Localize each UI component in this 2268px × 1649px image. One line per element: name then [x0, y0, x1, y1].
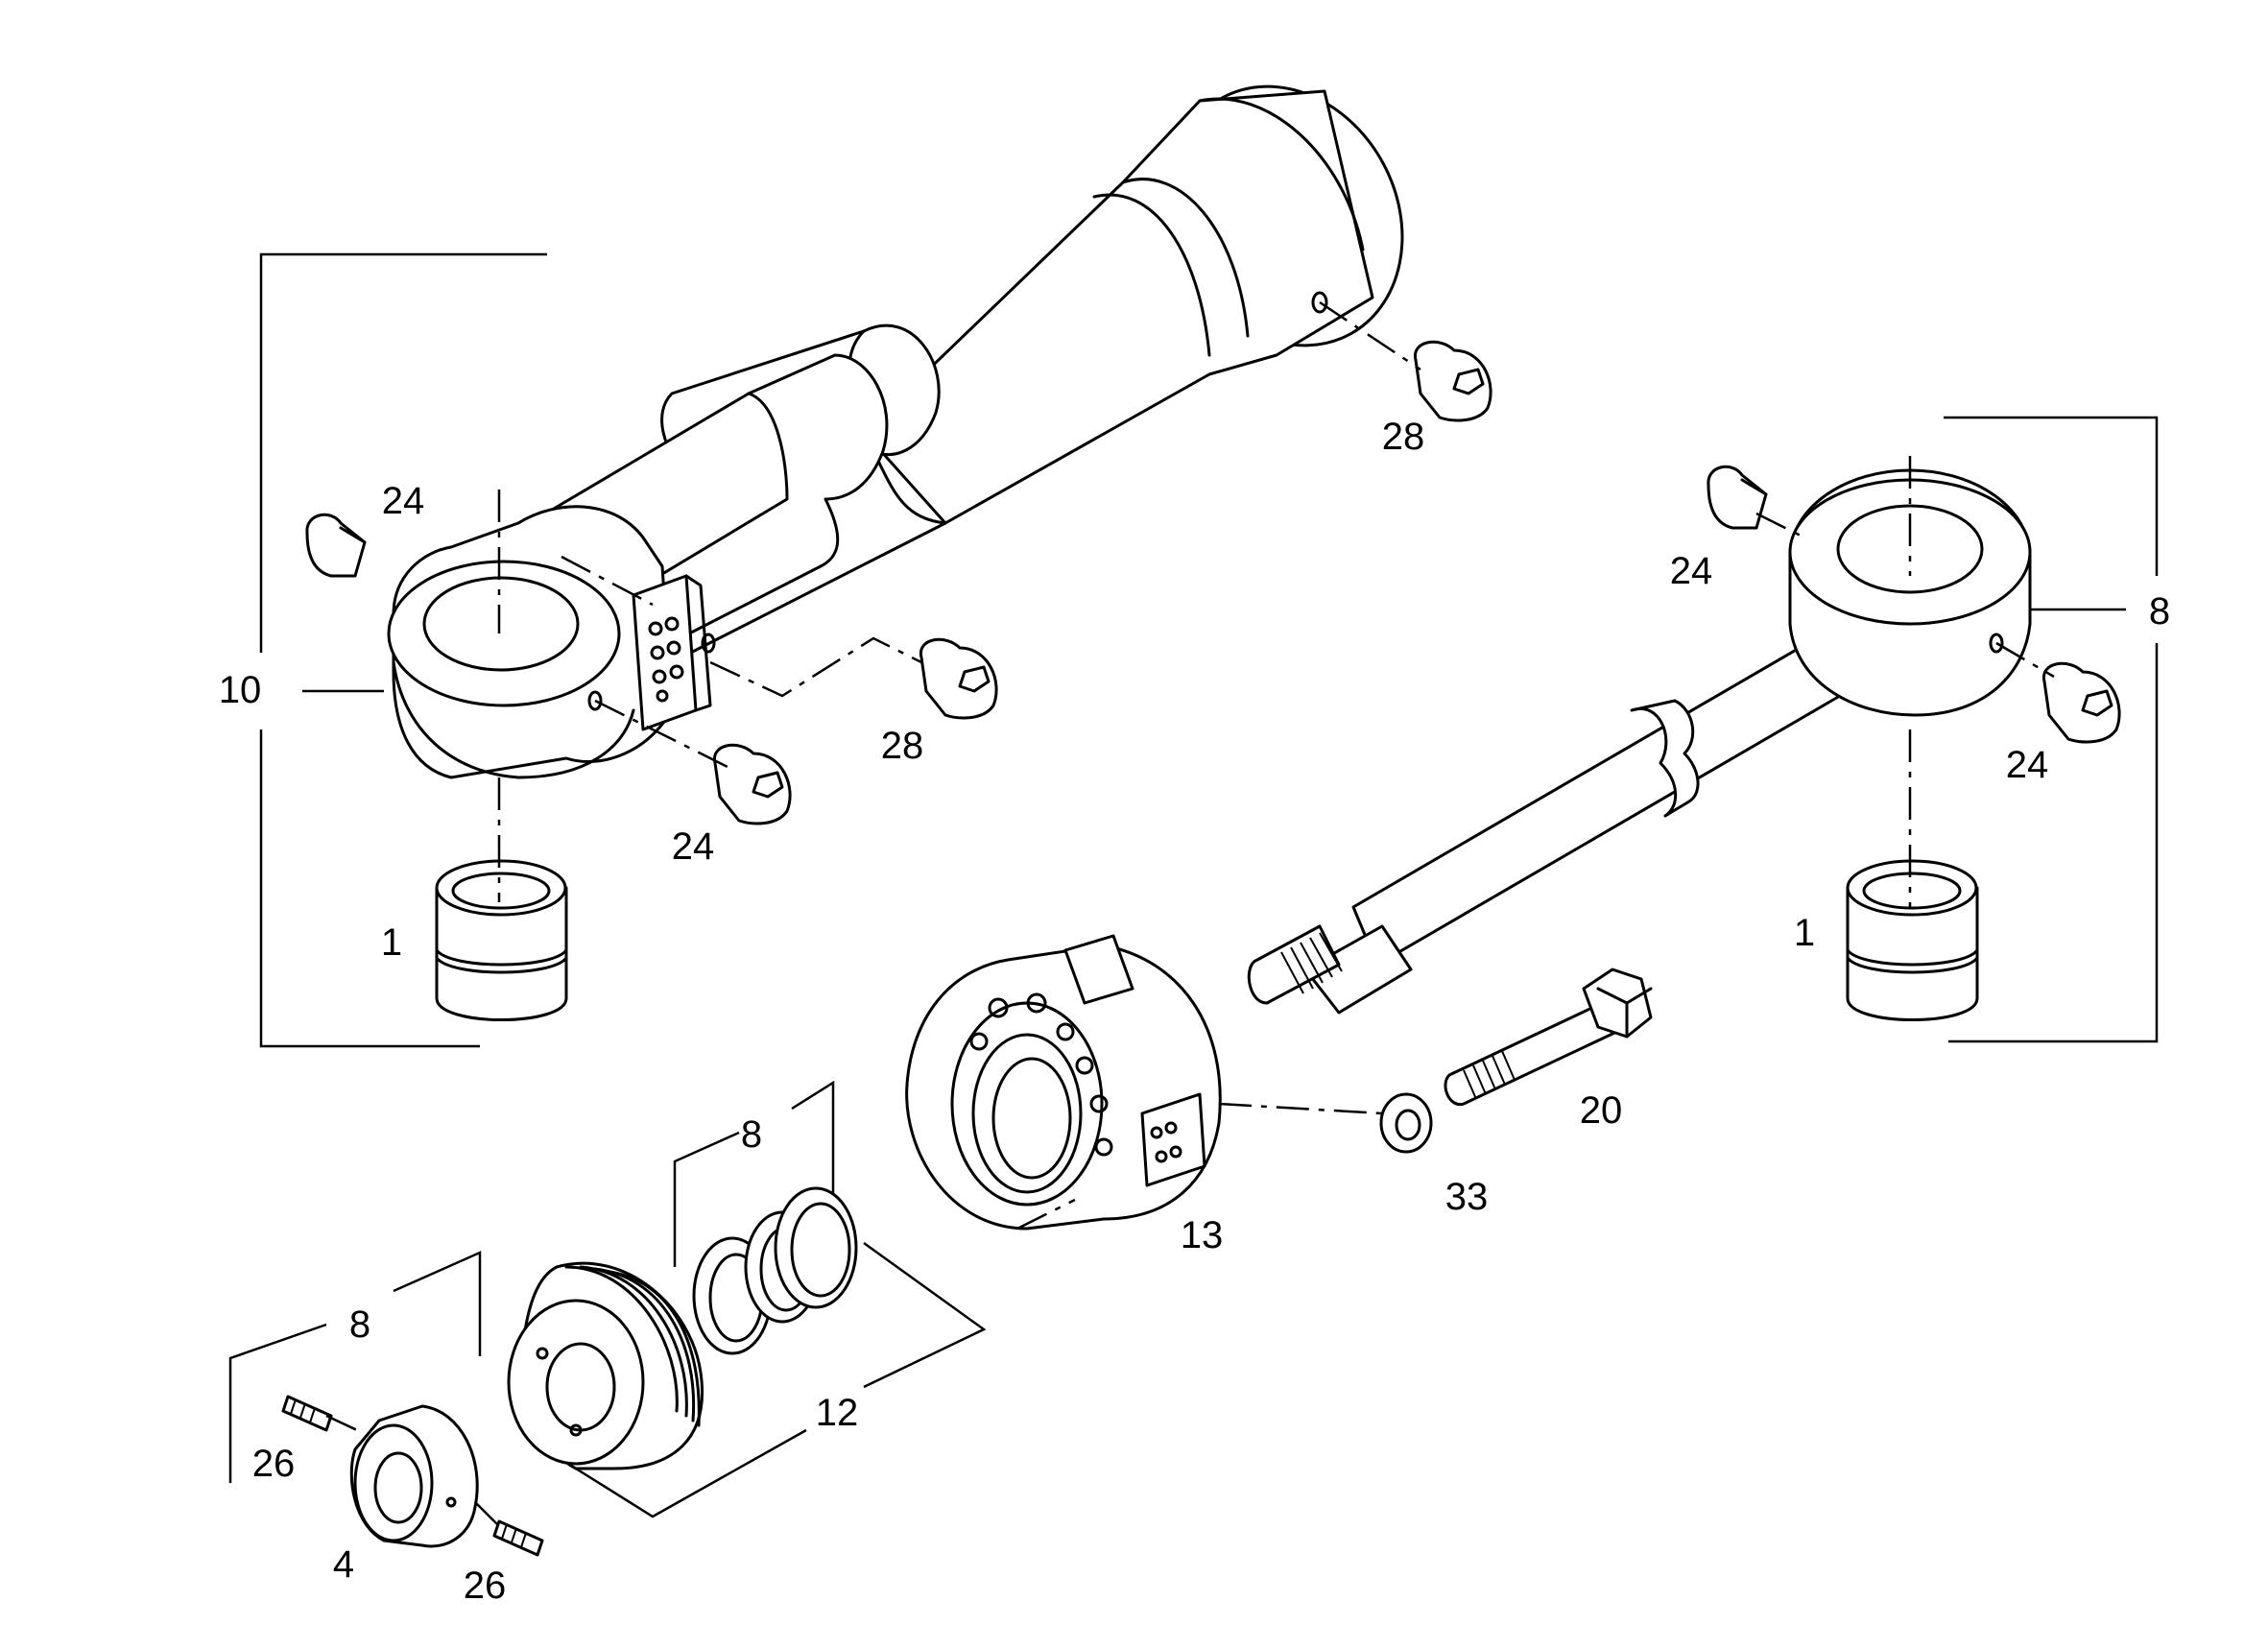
callout-12: 12	[816, 1392, 859, 1434]
set-screw-lower	[492, 1519, 544, 1557]
bolt	[1444, 968, 1653, 1107]
bearing-bush-right	[1846, 859, 1979, 1021]
bracket-10	[259, 252, 547, 1048]
plug-screw-28-a	[1414, 340, 1492, 422]
callout-1-a: 1	[381, 921, 402, 964]
washer	[1379, 1092, 1433, 1154]
seal-rings	[692, 1186, 858, 1355]
callout-10: 10	[219, 669, 262, 711]
callout-4: 4	[333, 1543, 354, 1586]
callout-28-b: 28	[881, 725, 924, 767]
grooved-nut	[349, 1404, 479, 1548]
piston-rod	[1247, 468, 2032, 1015]
callout-8-a: 8	[2149, 590, 2170, 633]
plug-screw-24-c	[1707, 465, 1768, 530]
callout-8-c: 8	[349, 1303, 370, 1346]
callout-26-a: 26	[252, 1443, 296, 1485]
plug-screw-24-a	[305, 513, 367, 578]
center-lines	[325, 300, 2055, 1527]
callout-26-b: 26	[464, 1565, 507, 1607]
callout-24-a: 24	[382, 480, 425, 522]
cylinder-head	[905, 934, 1222, 1231]
callout-24-c: 24	[1670, 550, 1713, 592]
cylinder-tube	[387, 84, 1404, 779]
bracket-8-right	[1944, 416, 2159, 1043]
bracket-12	[575, 1241, 987, 1518]
callout-24-b: 24	[672, 825, 715, 868]
callout-13: 13	[1181, 1214, 1224, 1256]
plug-screw-28-b	[919, 637, 998, 720]
callout-8-b: 8	[741, 1113, 762, 1156]
bracket-8-seals	[673, 1080, 835, 1267]
callout-28-a: 28	[1382, 416, 1425, 458]
plug-screw-24-d	[2042, 661, 2121, 744]
callout-20: 20	[1580, 1089, 1623, 1132]
piston	[507, 1261, 704, 1470]
set-screw-upper	[281, 1395, 333, 1432]
callout-1-b: 1	[1794, 912, 1815, 954]
bearing-bush-left	[435, 859, 568, 1021]
callout-labels: 10 24 28 28 24 1 24 8 24 1 20 33 13 8 12…	[219, 416, 2170, 1607]
bracket-8-nut	[228, 1251, 482, 1483]
callout-33: 33	[1445, 1176, 1489, 1218]
plug-screw-24-b	[713, 743, 792, 825]
callout-24-d: 24	[2006, 744, 2049, 786]
